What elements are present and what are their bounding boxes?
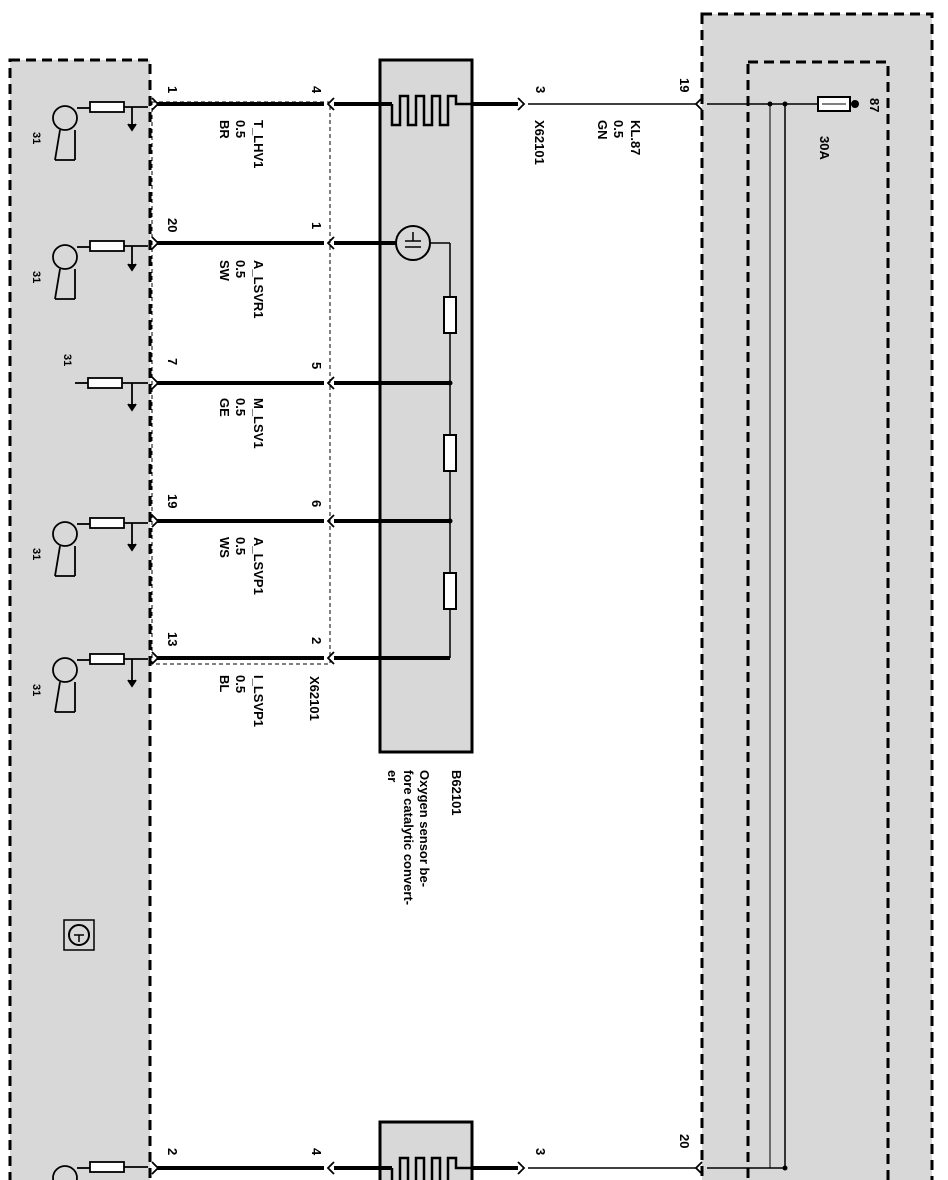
wire-size: 0.5 bbox=[233, 537, 248, 555]
connector-chevrons bbox=[151, 97, 703, 1175]
ground-label: 31 bbox=[30, 271, 42, 283]
sensor-id: B62101 bbox=[449, 770, 464, 816]
wire-name: M_LSV1 bbox=[251, 398, 266, 449]
resistor-icon bbox=[443, 434, 457, 472]
ground-label: 31 bbox=[30, 684, 42, 696]
heater-pin-in: 3 bbox=[533, 86, 548, 93]
heater-element-icon bbox=[390, 94, 472, 127]
power-inner-box bbox=[746, 60, 890, 1180]
wire-size: 0.5 bbox=[233, 398, 248, 416]
ground-symbol-icon bbox=[63, 919, 95, 951]
wire-color: WS bbox=[217, 537, 232, 558]
connector-pin: 6 bbox=[309, 500, 324, 507]
wire-name: A_LSVR1 bbox=[251, 260, 266, 319]
oxygen-sensor-2-box bbox=[378, 1120, 474, 1180]
sensor-desc-line2: fore catalytic convert- bbox=[401, 770, 416, 905]
connector-pin: 4 bbox=[309, 1148, 324, 1156]
heater-pin-in-2: 3 bbox=[533, 1148, 548, 1155]
connector-id: X62101 bbox=[307, 676, 322, 721]
left-pin: 2 bbox=[165, 1148, 180, 1155]
wire-name: T_LHV1 bbox=[251, 120, 266, 168]
heater-wire-name: KL.87 bbox=[628, 120, 643, 155]
left-pin: 7 bbox=[165, 358, 180, 365]
heater-element-icon-2 bbox=[390, 1156, 472, 1180]
ecu-drivers bbox=[52, 101, 148, 1180]
left-pin: 13 bbox=[165, 632, 180, 646]
ground-label: 31 bbox=[30, 132, 42, 144]
connector-pin: 2 bbox=[309, 637, 324, 644]
sensor-desc-line3: er bbox=[385, 770, 400, 782]
fuse-pin: 87 bbox=[867, 98, 882, 112]
connector-id: X62101 bbox=[532, 120, 547, 165]
ground-label: 31 bbox=[61, 354, 73, 366]
resistor-icon bbox=[443, 296, 457, 334]
heater-right-pin: 19 bbox=[677, 78, 692, 92]
wire-color: BR bbox=[217, 120, 232, 139]
connector-pin: 4 bbox=[309, 86, 324, 94]
wire-name: I_LSVP1 bbox=[251, 675, 266, 727]
heater-wire-color: GN bbox=[595, 120, 610, 140]
wire-size: 0.5 bbox=[233, 260, 248, 278]
ground-label: 31 bbox=[30, 548, 42, 560]
heater-wire-size: 0.5 bbox=[611, 120, 626, 138]
sensor-desc-line1: Oxygen sensor be- bbox=[417, 770, 432, 887]
fuse-rating: 30A bbox=[817, 136, 832, 160]
signal-wires bbox=[157, 102, 450, 1170]
wire-color: BL bbox=[217, 675, 232, 692]
connector-pin: 1 bbox=[309, 222, 324, 229]
wire-color: GE bbox=[217, 398, 232, 417]
left-pin: 20 bbox=[165, 218, 180, 232]
left-pin: 1 bbox=[165, 86, 180, 93]
connector-boundary bbox=[151, 101, 331, 665]
wire-color: SW bbox=[217, 260, 232, 282]
wire-name: A_LSVP1 bbox=[251, 537, 266, 595]
oxygen-sensor-box bbox=[378, 58, 474, 754]
heater-right-pin-2: 20 bbox=[677, 1134, 692, 1148]
power-module bbox=[700, 12, 934, 1180]
left-pin: 19 bbox=[165, 494, 180, 508]
wire-size: 0.5 bbox=[233, 120, 248, 138]
resistor-icon bbox=[443, 572, 457, 610]
connector-pin: 5 bbox=[309, 362, 324, 369]
wire-size: 0.5 bbox=[233, 675, 248, 693]
